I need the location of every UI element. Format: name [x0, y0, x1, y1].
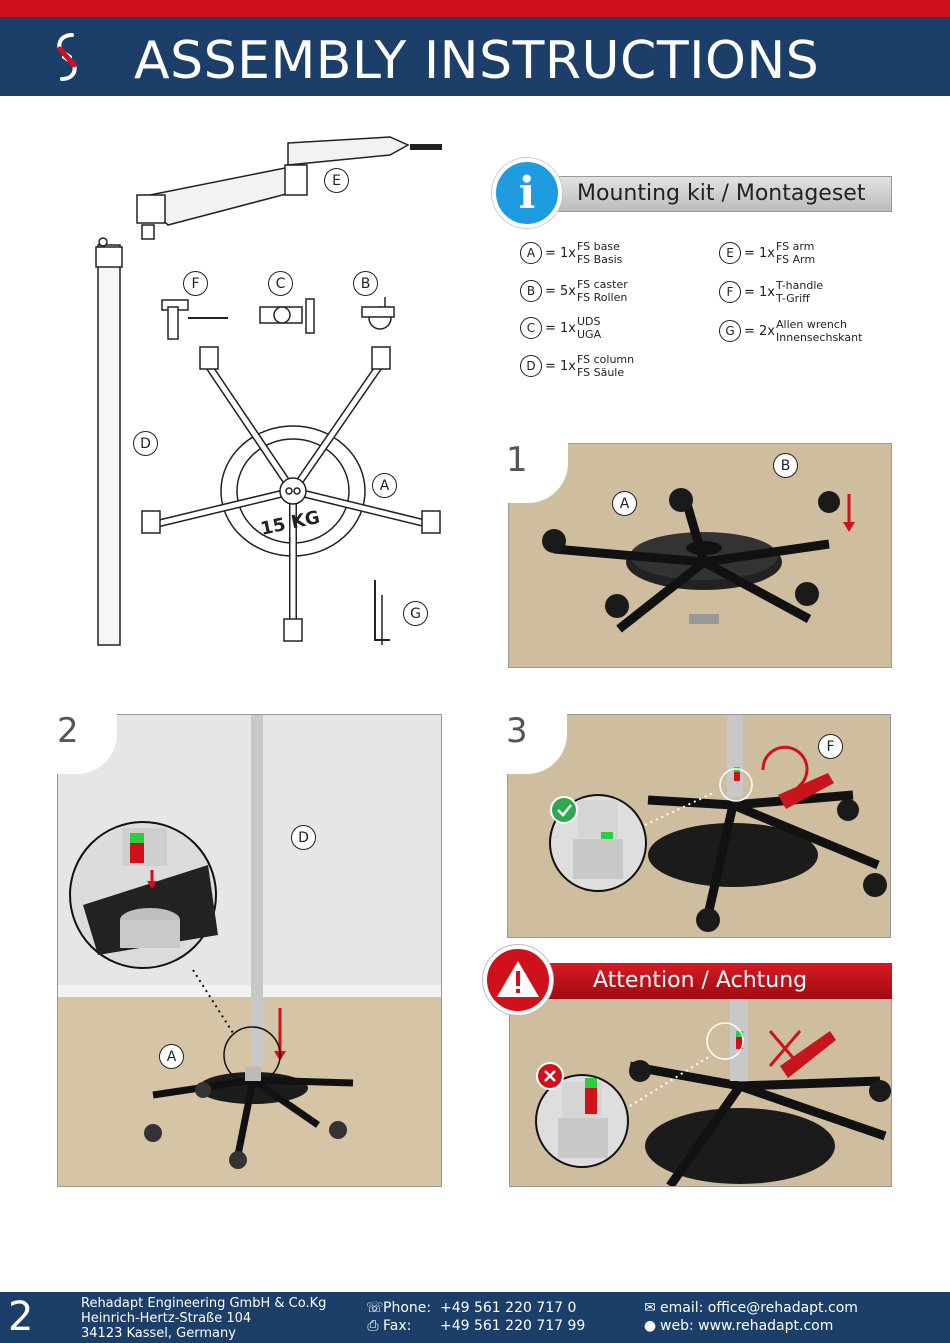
rehadapt-logo-icon — [57, 33, 77, 81]
page-title: ASSEMBLY INSTRUCTIONS — [134, 31, 820, 91]
fax-icon: ⎙ — [367, 1318, 379, 1334]
top-red-bar — [0, 0, 950, 17]
phone-row: ☏Phone: — [366, 1300, 432, 1316]
caster-drawing — [361, 297, 395, 330]
t-handle-drawing — [161, 299, 228, 340]
step-1-panel — [508, 443, 892, 668]
callout-a: A — [372, 473, 397, 498]
email-row[interactable]: ✉email: office@rehadapt.com — [644, 1300, 858, 1316]
attention-panel — [509, 985, 892, 1187]
step-1-callout-b: B — [773, 453, 798, 478]
callout-f: F — [183, 271, 208, 296]
fs-arm-drawing — [136, 136, 442, 240]
info-icon: i — [492, 158, 562, 228]
callout-e: E — [324, 168, 349, 193]
callout-b: B — [353, 271, 378, 296]
warning-icon — [483, 945, 553, 1015]
envelope-icon: ✉ — [644, 1300, 656, 1316]
fax-row: ⎙Fax: — [367, 1318, 412, 1334]
phone-number[interactable]: +49 561 220 717 0 — [440, 1300, 577, 1316]
company-address: Rehadapt Engineering GmbH & Co.Kg Heinri… — [81, 1296, 327, 1341]
step-2-number: 2 — [57, 711, 79, 751]
web-row[interactable]: ●web: www.rehadapt.com — [643, 1318, 834, 1334]
callout-c: C — [268, 271, 293, 296]
step-2-panel — [57, 714, 442, 1187]
allen-wrench-drawing — [374, 580, 390, 645]
step-3-callout-f: F — [818, 734, 843, 759]
step-2-illustration — [58, 715, 441, 1186]
step-1-illustration — [509, 444, 891, 667]
step-2-callout-d: D — [291, 825, 316, 850]
header-banner: ASSEMBLY INSTRUCTIONS — [0, 17, 950, 96]
callout-g: G — [403, 601, 428, 626]
fax-number: +49 561 220 717 99 — [440, 1318, 586, 1334]
callout-d: D — [133, 431, 158, 456]
attention-title: Attention / Achtung — [510, 963, 892, 999]
step-1-number: 1 — [506, 440, 528, 480]
phone-icon: ☏ — [366, 1300, 384, 1316]
fs-base-drawing — [141, 346, 441, 642]
globe-icon: ● — [643, 1318, 657, 1334]
step-1-callout-a: A — [612, 491, 637, 516]
uds-drawing — [259, 298, 315, 334]
fs-column-drawing — [95, 237, 123, 646]
step-3-number: 3 — [506, 711, 528, 751]
mounting-kit-title: Mounting kit / Montageset — [530, 176, 892, 212]
page-number: 2 — [8, 1294, 34, 1340]
parts-diagram: 15 KG — [95, 136, 442, 646]
footer: 2 Rehadapt Engineering GmbH & Co.Kg Hein… — [0, 1292, 950, 1343]
attention-illustration — [510, 986, 891, 1186]
step-2-callout-a: A — [159, 1044, 184, 1069]
